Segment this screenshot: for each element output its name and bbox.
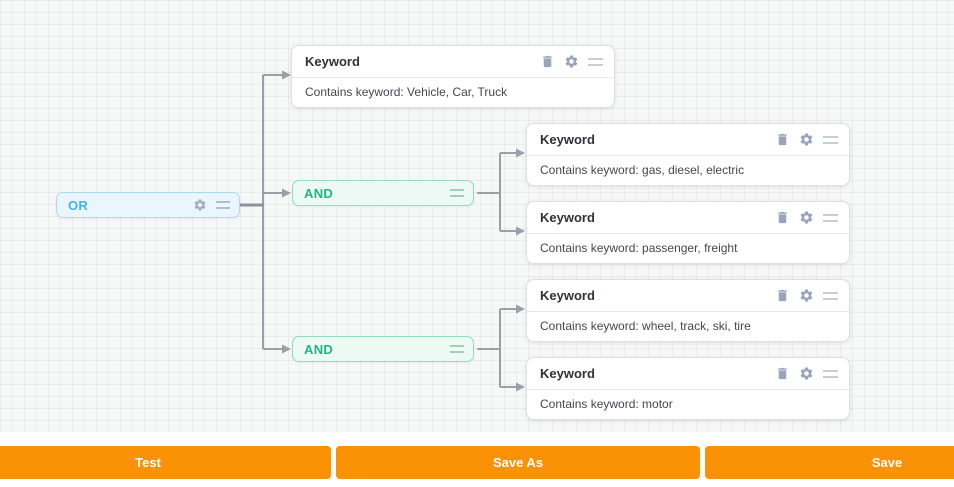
card-actions xyxy=(540,54,603,69)
card-condition: Contains keyword: passenger, freight xyxy=(540,241,738,255)
card-condition: Contains keyword: Vehicle, Car, Truck xyxy=(305,85,508,99)
keyword-card-gas[interactable]: Keyword Contains keyword: gas, diesel, e… xyxy=(526,123,850,186)
drag-handle-icon[interactable] xyxy=(823,135,838,144)
drag-handle-icon[interactable] xyxy=(450,189,464,197)
and-group-node-2[interactable]: AND xyxy=(292,336,474,362)
trash-icon[interactable] xyxy=(775,288,790,303)
card-title: Keyword xyxy=(540,210,595,225)
card-actions xyxy=(775,366,838,381)
card-actions xyxy=(775,210,838,225)
card-condition: Contains keyword: gas, diesel, electric xyxy=(540,163,745,177)
drag-handle-icon[interactable] xyxy=(450,345,464,353)
trash-icon[interactable] xyxy=(775,366,790,381)
card-actions xyxy=(775,132,838,147)
and-node-label: AND xyxy=(304,341,334,357)
trash-icon[interactable] xyxy=(775,132,790,147)
or-node-label: OR xyxy=(68,197,89,213)
gear-icon[interactable] xyxy=(799,210,814,225)
card-title: Keyword xyxy=(540,366,595,381)
keyword-card-vehicle[interactable]: Keyword Contains keyword: Vehicle, Car, … xyxy=(291,45,615,108)
drag-handle-icon[interactable] xyxy=(823,369,838,378)
gear-icon[interactable] xyxy=(799,288,814,303)
card-header: Keyword xyxy=(527,202,849,234)
or-node-actions xyxy=(193,198,230,212)
keyword-card-motor[interactable]: Keyword Contains keyword: motor xyxy=(526,357,850,420)
card-title: Keyword xyxy=(540,288,595,303)
test-button[interactable]: Test xyxy=(0,446,331,479)
gear-icon[interactable] xyxy=(193,198,207,212)
and-node-label: AND xyxy=(304,185,334,201)
card-condition: Contains keyword: motor xyxy=(540,397,673,411)
trash-icon[interactable] xyxy=(775,210,790,225)
card-header: Keyword xyxy=(527,358,849,390)
keyword-card-wheel[interactable]: Keyword Contains keyword: wheel, track, … xyxy=(526,279,850,342)
rule-builder-canvas[interactable]: OR AND AND Keyword xyxy=(0,0,954,432)
drag-handle-icon[interactable] xyxy=(216,201,230,209)
and-node-actions xyxy=(450,345,464,353)
and-node-actions xyxy=(450,189,464,197)
and-group-node-1[interactable]: AND xyxy=(292,180,474,206)
card-actions xyxy=(775,288,838,303)
card-header: Keyword xyxy=(527,124,849,156)
card-title: Keyword xyxy=(305,54,360,69)
card-header: Keyword xyxy=(527,280,849,312)
trash-icon[interactable] xyxy=(540,54,555,69)
keyword-card-passenger[interactable]: Keyword Contains keyword: passenger, fre… xyxy=(526,201,850,264)
or-root-node[interactable]: OR xyxy=(56,192,240,218)
save-as-button[interactable]: Save As xyxy=(336,446,700,479)
card-header: Keyword xyxy=(292,46,614,78)
drag-handle-icon[interactable] xyxy=(588,57,603,66)
gear-icon[interactable] xyxy=(799,366,814,381)
drag-handle-icon[interactable] xyxy=(823,291,838,300)
save-button[interactable]: Save xyxy=(705,446,954,479)
card-condition: Contains keyword: wheel, track, ski, tir… xyxy=(540,319,751,333)
gear-icon[interactable] xyxy=(564,54,579,69)
gear-icon[interactable] xyxy=(799,132,814,147)
drag-handle-icon[interactable] xyxy=(823,213,838,222)
card-title: Keyword xyxy=(540,132,595,147)
